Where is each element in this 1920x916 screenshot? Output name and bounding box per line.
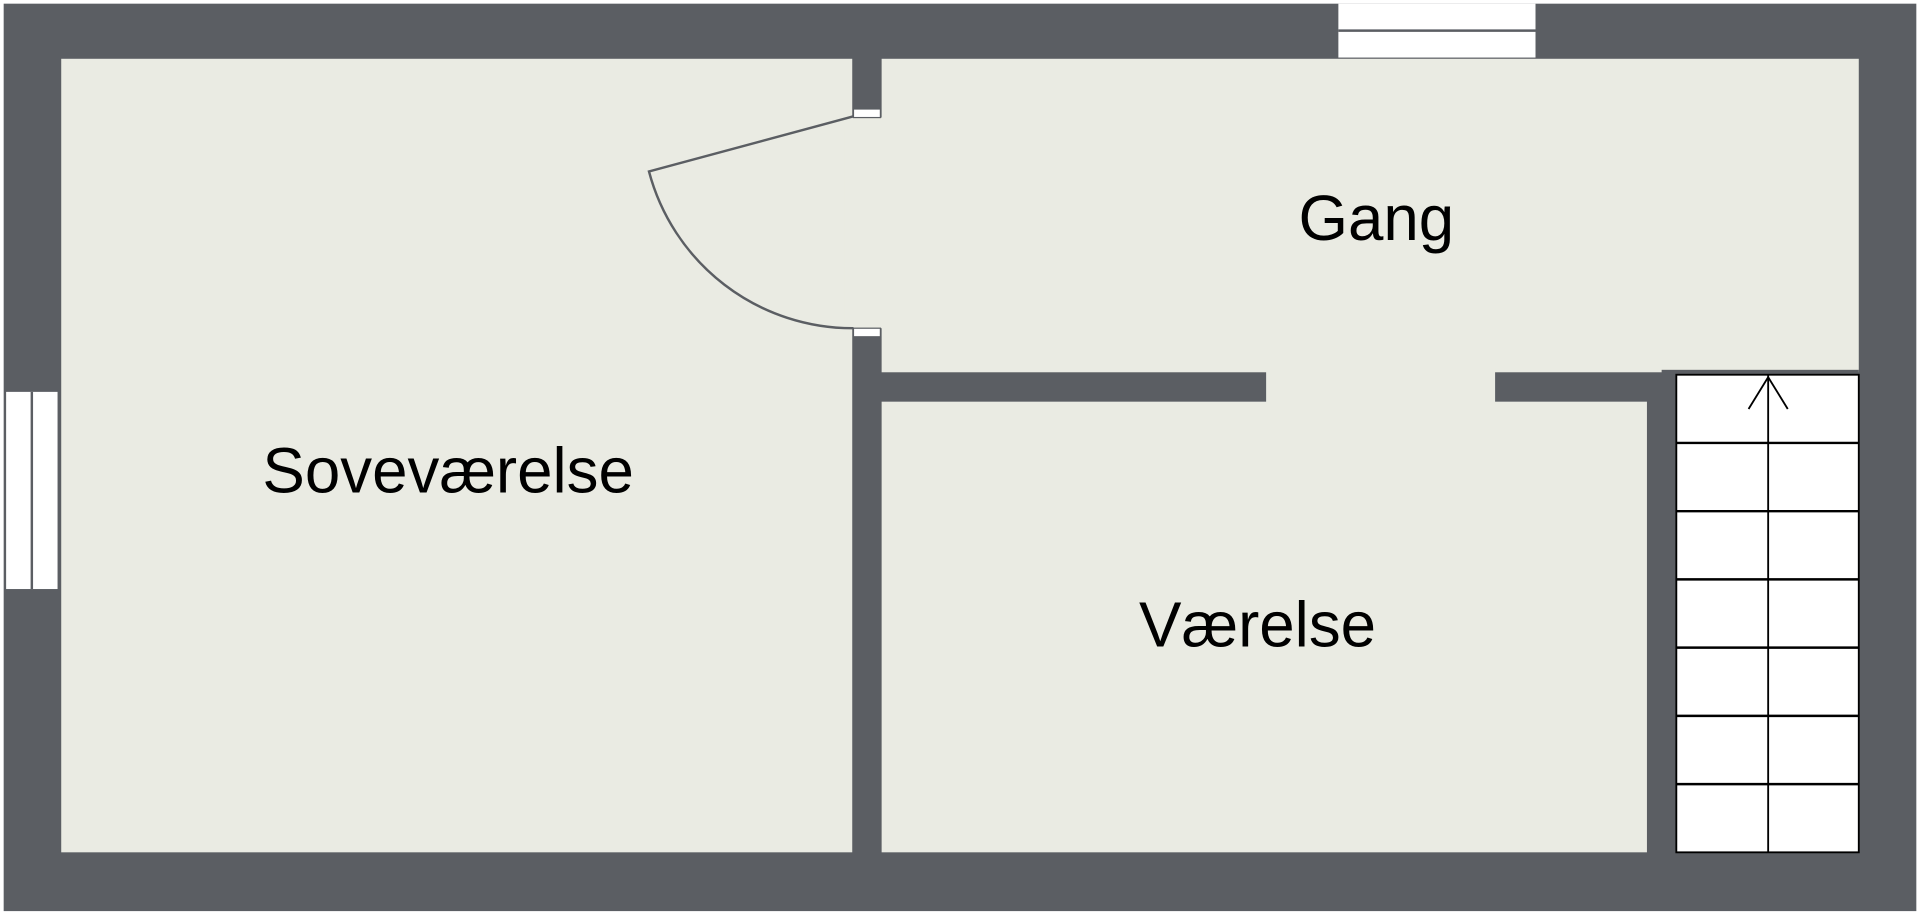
room-label-vaerelse: Værelse bbox=[1139, 590, 1376, 661]
door-swing bbox=[647, 115, 854, 330]
room-gang bbox=[881, 58, 1859, 373]
room-sovevaerelse bbox=[61, 58, 853, 853]
window-top bbox=[1338, 3, 1536, 58]
arrow-up-icon bbox=[1747, 375, 1789, 410]
stairs bbox=[1661, 369, 1860, 854]
room-label-gang: Gang bbox=[1298, 183, 1454, 254]
room-vaerelse bbox=[881, 401, 1647, 853]
room-label-sovevaerelse: Soveværelse bbox=[262, 435, 633, 506]
opening-gang-vaerelse bbox=[1266, 367, 1496, 407]
window-left bbox=[6, 391, 58, 590]
door-jamb-bottom bbox=[852, 327, 882, 338]
door-jamb-top bbox=[852, 108, 882, 119]
door-opening bbox=[844, 117, 889, 329]
